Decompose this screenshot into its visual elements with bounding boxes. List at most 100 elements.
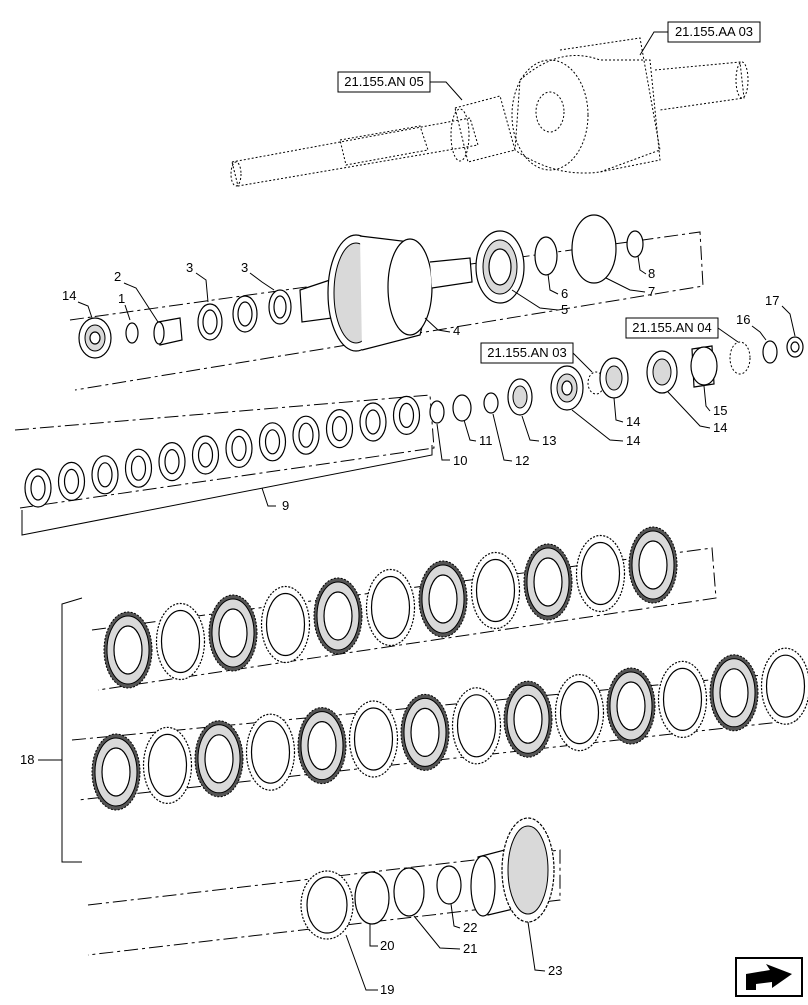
callout-14-c: 14 bbox=[626, 433, 640, 448]
friction-disc bbox=[209, 595, 257, 671]
ref-box-aa03[interactable]: 21.155.AA 03 bbox=[640, 22, 760, 55]
steel-plate bbox=[247, 714, 295, 790]
callout-18: 18 bbox=[20, 752, 34, 767]
washer-9 bbox=[193, 436, 219, 474]
callout-17: 17 bbox=[765, 293, 779, 308]
callout-21: 21 bbox=[463, 941, 477, 956]
washer-9 bbox=[327, 410, 353, 448]
steel-plate bbox=[350, 701, 398, 777]
friction-disc bbox=[629, 527, 677, 603]
steel-plate bbox=[367, 570, 415, 646]
washer-9 bbox=[159, 443, 185, 481]
callout-13: 13 bbox=[542, 433, 556, 448]
friction-disc bbox=[104, 612, 152, 688]
callout-10: 10 bbox=[453, 453, 467, 468]
callout-2: 2 bbox=[114, 269, 121, 284]
washer-9 bbox=[293, 416, 319, 454]
callout-19: 19 bbox=[380, 982, 394, 997]
thrust-washers-3 bbox=[198, 290, 291, 340]
snap-ring-20 bbox=[355, 872, 389, 924]
steel-plate bbox=[762, 648, 808, 724]
bearing-14-a bbox=[551, 366, 583, 410]
bearing-14-c bbox=[647, 351, 677, 393]
snap-ring-1 bbox=[126, 323, 138, 343]
svg-text:21.155.AN 03: 21.155.AN 03 bbox=[487, 345, 567, 360]
ref-box-an05[interactable]: 21.155.AN 05 bbox=[338, 72, 462, 100]
bracket-18 bbox=[62, 598, 82, 862]
friction-disc bbox=[314, 578, 362, 654]
ring-12 bbox=[484, 393, 498, 413]
seal-ring-6 bbox=[535, 237, 557, 275]
ref-box-an03[interactable]: 21.155.AN 03 bbox=[481, 343, 592, 372]
clutch-drum-4 bbox=[300, 235, 472, 351]
callout-3-b: 3 bbox=[241, 260, 248, 275]
steel-plate bbox=[144, 727, 192, 803]
callout-11: 11 bbox=[479, 433, 493, 448]
piston-5 bbox=[476, 231, 524, 303]
friction-disc bbox=[710, 655, 758, 731]
callout-8: 8 bbox=[648, 266, 655, 281]
washer-9 bbox=[226, 429, 252, 467]
callout-22: 22 bbox=[463, 920, 477, 935]
friction-disc bbox=[419, 561, 467, 637]
callout-4: 4 bbox=[453, 323, 460, 338]
callout-14-a: 14 bbox=[62, 288, 76, 303]
ring-22 bbox=[437, 866, 461, 904]
washer-9 bbox=[360, 403, 386, 441]
svg-text:21.155.AA 03: 21.155.AA 03 bbox=[675, 24, 753, 39]
steel-plate bbox=[157, 604, 205, 680]
friction-disc bbox=[607, 668, 655, 744]
seal-ring-7 bbox=[572, 215, 616, 283]
washer-9 bbox=[25, 469, 51, 507]
callout-7: 7 bbox=[648, 284, 655, 299]
steel-plate bbox=[262, 587, 310, 663]
bearing-14-left bbox=[79, 318, 111, 358]
gear-ring-19 bbox=[301, 871, 353, 939]
nut-17 bbox=[787, 337, 803, 357]
friction-disc bbox=[401, 694, 449, 770]
washer-9 bbox=[394, 396, 420, 434]
callout-1: 1 bbox=[118, 291, 125, 306]
callout-3-a: 3 bbox=[186, 260, 193, 275]
gear-23 bbox=[471, 818, 554, 922]
friction-disc bbox=[195, 721, 243, 797]
svg-text:21.155.AN 04: 21.155.AN 04 bbox=[632, 320, 712, 335]
disc-row-lower bbox=[92, 648, 808, 810]
friction-disc bbox=[92, 734, 140, 810]
bushing-13 bbox=[508, 379, 532, 415]
washer-9 bbox=[260, 423, 286, 461]
ring-21 bbox=[394, 868, 424, 916]
callout-15: 15 bbox=[713, 403, 727, 418]
washer-9 bbox=[59, 462, 85, 500]
steel-plate bbox=[577, 536, 625, 612]
ref-ring-an04 bbox=[730, 342, 750, 374]
svg-text:21.155.AN 05: 21.155.AN 05 bbox=[344, 74, 424, 89]
bearing-14-b bbox=[600, 358, 628, 398]
callout-23: 23 bbox=[548, 963, 562, 978]
steel-plate bbox=[556, 675, 604, 751]
washer-9 bbox=[126, 449, 152, 487]
friction-disc bbox=[504, 681, 552, 757]
callout-14-b: 14 bbox=[626, 414, 640, 429]
callout-12: 12 bbox=[515, 453, 529, 468]
snap-ring-8 bbox=[627, 231, 643, 257]
ref-box-an04[interactable]: 21.155.AN 04 bbox=[626, 318, 738, 342]
washer-9 bbox=[92, 456, 118, 494]
friction-disc bbox=[524, 544, 572, 620]
friction-disc bbox=[298, 708, 346, 784]
shaft-assembly-reference bbox=[231, 38, 748, 186]
steel-plate bbox=[453, 688, 501, 764]
ring-10 bbox=[430, 401, 444, 423]
callout-5: 5 bbox=[561, 302, 568, 317]
ring-16 bbox=[763, 341, 777, 363]
next-page-arrow-icon[interactable] bbox=[736, 958, 802, 996]
ring-11 bbox=[453, 395, 471, 421]
callout-14-d: 14 bbox=[713, 420, 727, 435]
disc-row-upper bbox=[104, 527, 677, 688]
callout-6: 6 bbox=[561, 286, 568, 301]
steel-plate bbox=[472, 553, 520, 629]
callout-20: 20 bbox=[380, 938, 394, 953]
steel-plate bbox=[659, 661, 707, 737]
sleeve-2 bbox=[154, 318, 182, 345]
